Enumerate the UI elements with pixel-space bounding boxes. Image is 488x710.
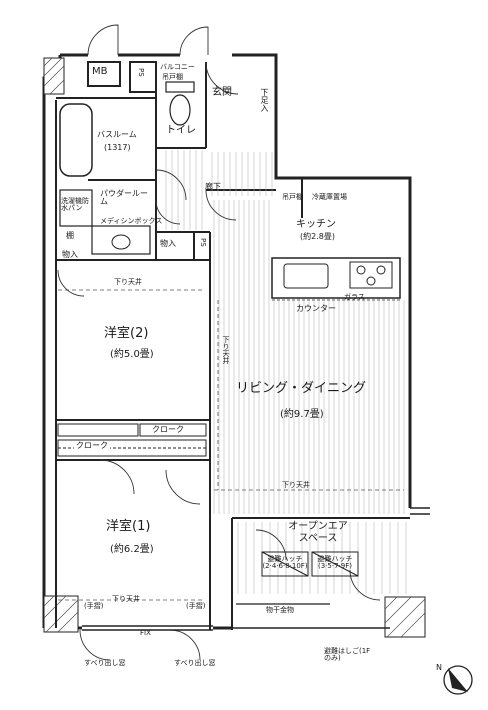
bathroom-label: バスルーム [97, 130, 137, 139]
mb-label: MB [92, 66, 108, 77]
bathtub [59, 103, 93, 177]
ps-label-2: PS [199, 238, 207, 247]
door-swings [57, 24, 381, 661]
handrail-label-2: (手摺) [186, 602, 206, 610]
western-room-1-area: (約6.2畳) [110, 544, 154, 555]
washer-pan [59, 189, 93, 227]
hanging-cabinet-label: 吊戸棚 [282, 193, 303, 201]
beam-label-living: 下り天井 [282, 481, 310, 489]
columns [43, 57, 426, 638]
fridge-label: 冷蔵庫置場 [312, 193, 347, 201]
evac-hatch-label-1: 避難ハッチ(2·4·6·8·10F) [262, 555, 308, 570]
kitchen-area-label: (約2.8畳) [300, 232, 335, 241]
entrance-label: 玄関 [212, 87, 232, 98]
shoe-box-label: 下足入 [260, 88, 269, 112]
clothes-dryer-label: 物干金物 [266, 606, 294, 614]
north-label: N [436, 663, 442, 672]
kitchen-label: キッチン [296, 219, 336, 230]
corridor-label: 廊下 [205, 182, 221, 191]
closet-rails [57, 423, 207, 457]
western-room-2-label: 洋室(2) [104, 326, 149, 341]
washbasin [111, 234, 131, 250]
powder-room-label: パウダールーム [100, 189, 148, 206]
sliding-window-label-1: すべり出し窓 [84, 659, 126, 667]
glass-label: ガラス [344, 293, 365, 301]
windows [82, 507, 430, 631]
balcony-label: バルコニー [160, 63, 195, 71]
closet-label-2: クローク [74, 441, 110, 450]
sliding-window-label-2: すべり出し窓 [174, 659, 216, 667]
beam-label-top: 下り天井 [114, 278, 142, 286]
medicine-box-label: メディシンボックス [100, 217, 163, 225]
toilet-tank [165, 81, 195, 93]
toilet-label: トイレ [166, 125, 196, 136]
interior-walls [55, 61, 410, 630]
fix-window-label: FIX [140, 629, 151, 637]
shelf-label: 棚 [66, 231, 74, 240]
kitchen-counter [271, 257, 401, 299]
western-room-2-area: (約5.0畳) [110, 349, 154, 360]
vanity [91, 225, 151, 255]
storage-label-1: 物入 [62, 250, 78, 259]
open-air-space-label: オープンエアスペース [288, 521, 348, 544]
living-dining-label: リビング・ダイニング [236, 381, 367, 396]
north-arrow-icon [443, 665, 473, 695]
column-hatching [43, 57, 426, 638]
counter-label: カウンター [296, 304, 336, 313]
evac-hatches [261, 551, 359, 577]
toilet-bowl [169, 94, 191, 126]
storage-label-2: 物入 [160, 239, 176, 248]
bathroom-size-label: (1317) [104, 143, 131, 152]
beam-label-mid: 下り天井 [222, 336, 230, 364]
closet-label-1: クローク [152, 425, 184, 434]
beam-lines [58, 289, 404, 601]
evac-ladder-label: 避難はしご(1F のみ) [324, 647, 371, 662]
western-room-1-label: 洋室(1) [106, 519, 151, 534]
living-dining-area: (約9.7畳) [280, 409, 324, 420]
beam-label-bottom: 下り天井 [112, 595, 140, 603]
washer-label: 洗濯機防水パン [61, 197, 89, 212]
toilet-cabinet-label: 吊戸棚 [162, 73, 183, 81]
sink [283, 263, 329, 289]
ps-label: PS [137, 68, 145, 77]
evac-hatch-label-2: 避難ハッチ(3·5·7·9F) [317, 555, 353, 570]
stove-icon [349, 261, 393, 289]
handrail-label-1: (手摺) [84, 602, 104, 610]
